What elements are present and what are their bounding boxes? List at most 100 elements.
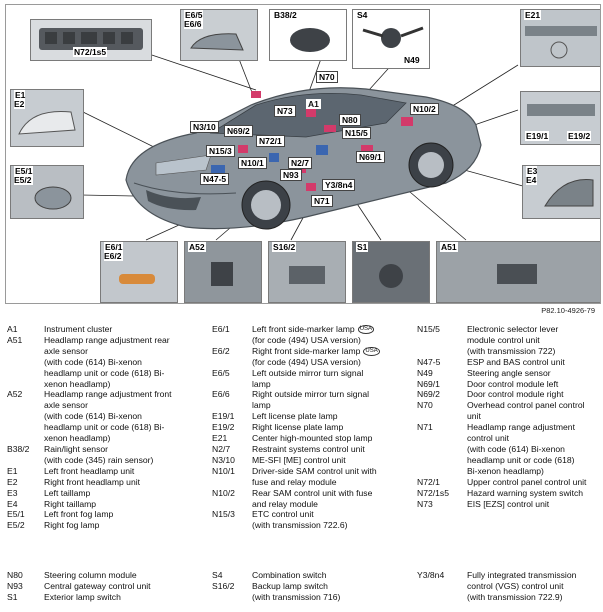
legend-entry: E21 Center high-mounted stop lamp (212, 433, 412, 444)
legend-description-text: Exterior lamp switch (44, 591, 121, 602)
legend-entry: S16/2 Backup lamp switch (with transmissi… (212, 581, 340, 603)
legend-description-text: Electronic selector lever module control… (467, 324, 559, 356)
legend-description-text: Backup lamp switch (with transmission 71… (252, 580, 341, 602)
callout-n10-2: N10/2 (410, 103, 439, 115)
inset-exterior-lamp-switch: S1 (352, 241, 430, 303)
legend-code: E19/1 (212, 411, 235, 422)
legend-description-text: Left front headlamp unit (44, 465, 135, 476)
legend-description: Electronic selector lever module control… (467, 324, 602, 357)
legend-description: Overhead control panel control unit (467, 400, 602, 422)
legend-code: E19/2 (212, 422, 235, 433)
legend-description-text: Right front headlamp unit (44, 476, 141, 487)
label-a52: A52 (188, 242, 206, 252)
legend-description: EIS [EZS] control unit (467, 499, 602, 510)
legend-description-text: Left license plate lamp (252, 411, 338, 422)
label-n49: N49 (403, 55, 421, 65)
label-e6-1-e6-2: E6/1 E6/2 (104, 242, 123, 261)
legend-description-text: Door control module left (467, 378, 559, 389)
legend-code: E6/1 (212, 324, 230, 334)
legend-description: Right front headlamp unit (44, 477, 205, 488)
legend-description: Right license plate lamp (252, 422, 412, 433)
inset-mirror-turn-signal: E6/5 E6/6 (180, 9, 258, 61)
legend-description-text: Steering column module (44, 570, 137, 580)
legend-description-text: Restraint systems control unit (252, 443, 365, 454)
legend-description-text: Right taillamp (44, 498, 97, 509)
inset-headlamp: E1 E2 (10, 89, 84, 147)
legend-description-text: Door control module right (467, 389, 564, 400)
legend-description-text: Center high-mounted stop lamp (252, 433, 373, 444)
callout-n71: N71 (311, 195, 333, 207)
figure-reference-code: P82.10-4926-79 (541, 306, 595, 315)
car-illustration (80, 44, 531, 241)
legend-code: N69/2 (417, 389, 440, 400)
legend-description: Instrument cluster (44, 324, 205, 335)
legend-description: Driver-side SAM control unit with fuse a… (252, 466, 412, 488)
legend-description: ESP and BAS control unit (467, 357, 602, 368)
callout-n15-5: N15/5 (342, 127, 371, 139)
legend-code: N47-5 (417, 356, 441, 367)
label-n72-1s5: N72/1s5 (73, 47, 108, 57)
legend-code: A1 (7, 324, 18, 334)
inset-combination-switch: S4 N49 (352, 9, 430, 69)
callout-n73: N73 (274, 105, 296, 117)
legend-description: Fully integrated transmission control (V… (467, 570, 576, 603)
inset-fog-lamp: E5/1 E5/2 (10, 165, 84, 219)
usa-version-badge-icon: USA (357, 325, 375, 335)
legend-description: Door control module right (467, 389, 602, 400)
legend-description-text: ETC control unit (with transmission 722.… (252, 509, 348, 531)
legend-description-text: Overhead control panel control unit (467, 400, 585, 422)
callout-n10-1: N10/1 (238, 157, 267, 169)
inset-stop-lamp: E21 (520, 9, 600, 67)
legend-description: Door control module left (467, 379, 602, 390)
legend-code: A51 (7, 334, 23, 345)
callout-y3-8n4: Y3/8n4 (322, 179, 356, 191)
label-b38-2: B38/2 (273, 10, 298, 20)
legend-entry: E2 Right front headlamp unit (7, 477, 205, 488)
legend-entry: E19/2 Right license plate lamp (212, 422, 412, 433)
legend-code: S4 (212, 570, 223, 580)
label-e5-1-e5-2: E5/1 E5/2 (14, 166, 33, 185)
label-e1-e2: E1 E2 (14, 90, 26, 109)
legend-description: Steering column module (44, 570, 137, 581)
legend-description-text: Driver-side SAM control unit with fuse a… (252, 465, 377, 487)
legend-description-text: Rear SAM control unit with fuse and rela… (252, 487, 373, 509)
legend-code: E2 (7, 476, 18, 487)
label-s4: S4 (356, 10, 369, 20)
inset-license-lamps: E19/1 E19/2 (520, 91, 600, 145)
legend-entry: E19/1 Left license plate lamp (212, 411, 412, 422)
legend-code: S16/2 (212, 580, 235, 591)
legend-description-text: Right fog lamp (44, 520, 100, 531)
legend-code: E21 (212, 433, 228, 444)
legend-description: Right fog lamp (44, 520, 205, 531)
label-e3-e4: E3 E4 (526, 166, 538, 185)
callout-n69-2: N69/2 (224, 125, 253, 137)
legend-description-text: Central gateway control unit (44, 580, 151, 591)
legend-description-text: Left front side-marker lamp (252, 324, 355, 334)
label-e19-1: E19/1 (525, 131, 550, 141)
legend-description-text: Right license plate lamp (252, 422, 344, 433)
callout-n93: N93 (280, 169, 302, 181)
legend-description: Right taillamp (44, 499, 205, 510)
legend-entry: N47-5 ESP and BAS control unit (417, 357, 602, 368)
legend-description: Headlamp range adjustment front axle sen… (44, 389, 205, 444)
legend-description-text: Fully integrated transmission control (V… (467, 570, 577, 602)
legend-entry: N93 Central gateway control unit (7, 581, 151, 592)
legend-code: N93 (7, 580, 23, 591)
legend-code: E5/2 (7, 520, 25, 531)
legend-description: Right outside mirror turn signal lamp (252, 389, 412, 411)
legend-description: ETC control unit (with transmission 722.… (252, 509, 412, 531)
legend-code: E4 (7, 498, 18, 509)
